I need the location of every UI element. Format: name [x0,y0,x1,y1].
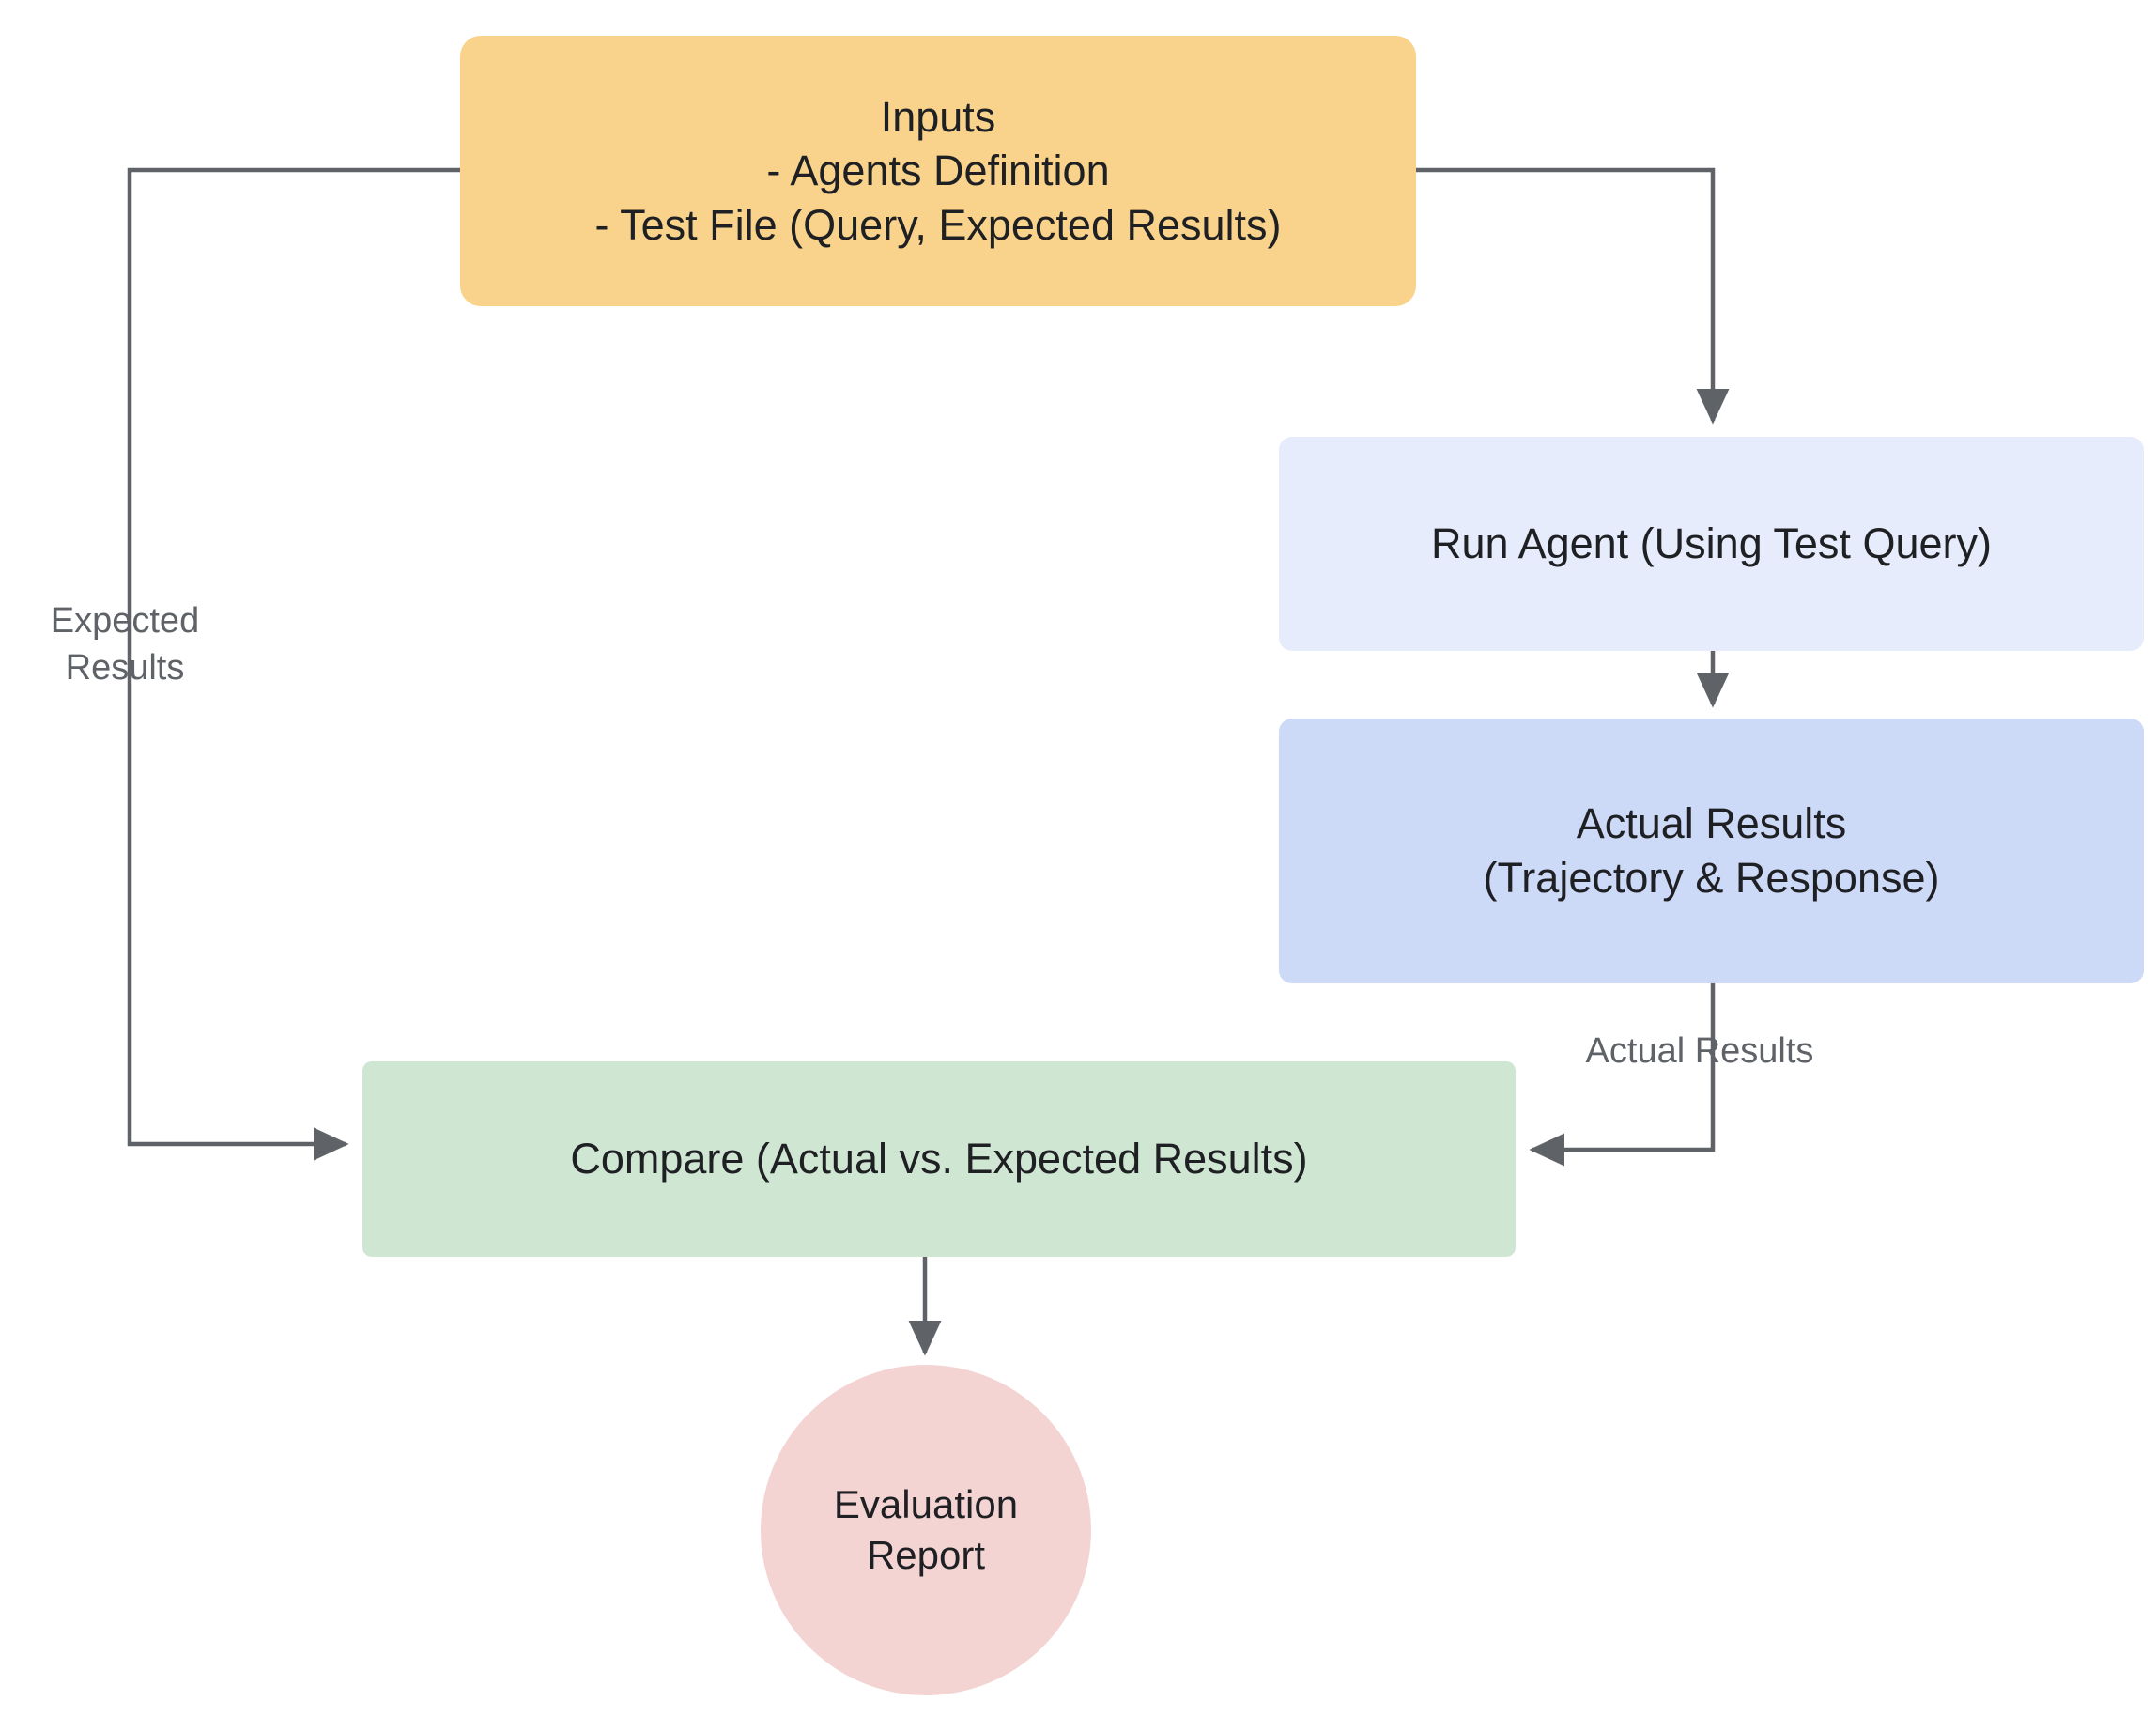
node-actual-results-label: Actual Results (Trajectory & Response) [1483,799,1940,902]
node-actual-results[interactable]: Actual Results (Trajectory & Response) [1279,719,2144,983]
node-inputs-label: Inputs - Agents Definition - Test File (… [594,92,1282,249]
edge-label-expected-results: Expected Results [50,601,200,688]
edge-label-actual-results: Actual Results [1585,1031,1814,1071]
node-run-agent-label: Run Agent (Using Test Query) [1431,519,1992,568]
node-run-agent[interactable]: Run Agent (Using Test Query) [1279,437,2144,651]
node-compare-label: Compare (Actual vs. Expected Results) [570,1135,1308,1183]
node-compare[interactable]: Compare (Actual vs. Expected Results) [362,1061,1516,1257]
node-inputs[interactable]: Inputs - Agents Definition - Test File (… [460,36,1416,306]
node-evaluation-report-label: Evaluation Report [833,1482,1019,1577]
node-evaluation-report[interactable]: Evaluation Report [761,1365,1091,1695]
edge-inputs-to-run-agent [1416,167,1730,425]
